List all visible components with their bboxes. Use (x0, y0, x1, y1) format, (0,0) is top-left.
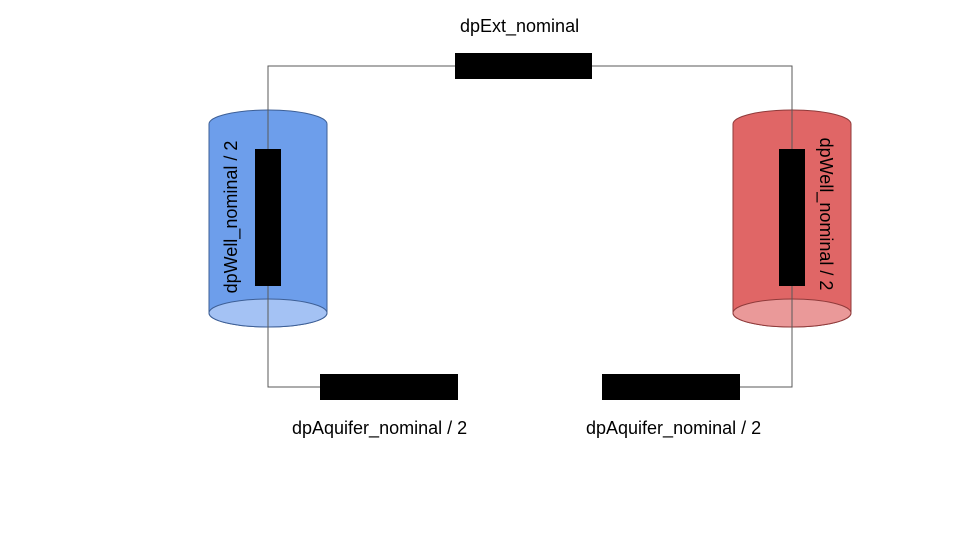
right-well-resistor (779, 149, 805, 286)
right-well-label: dpWell_nominal / 2 (816, 137, 836, 291)
ext-label: dpExt_nominal (460, 16, 580, 36)
right-aquifer-label: dpAquifer_nominal / 2 (586, 418, 762, 438)
left-well-label: dpWell_nominal / 2 (221, 140, 241, 294)
left-aquifer-resistor (320, 374, 458, 400)
bottom-right-pipe (740, 327, 793, 388)
ext-resistor (455, 53, 592, 79)
left-aquifer-label: dpAquifer_nominal / 2 (292, 418, 468, 438)
bottom-left-pipe (267, 327, 320, 388)
left-well-resistor (255, 149, 281, 286)
right-aquifer-resistor (602, 374, 740, 400)
